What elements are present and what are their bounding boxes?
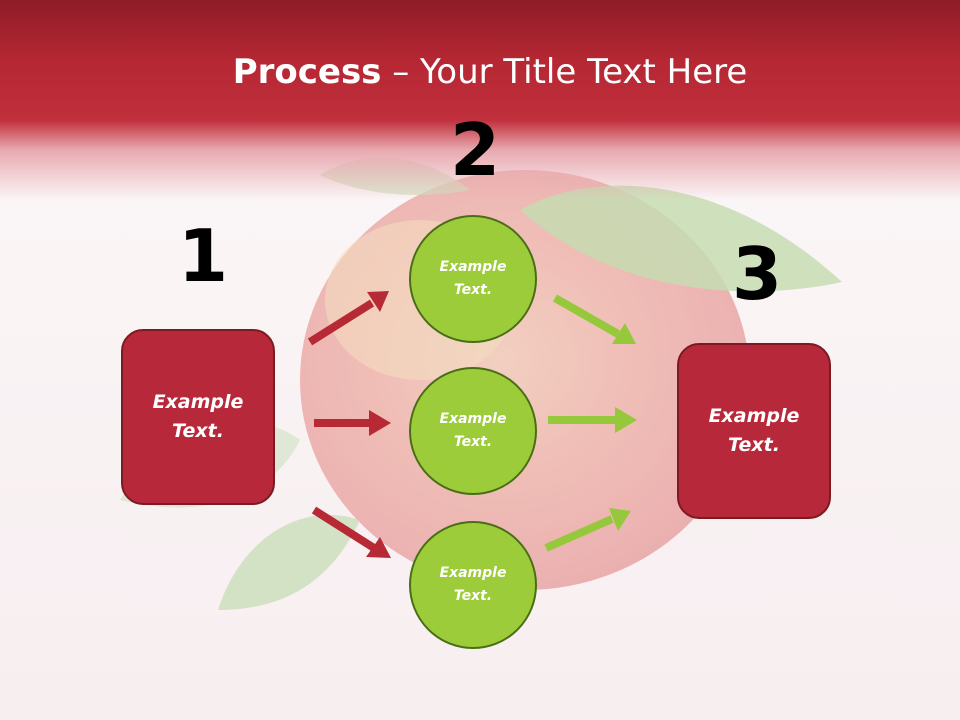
green-arrow-up-icon	[544, 508, 631, 552]
red-arrow-right-icon	[314, 410, 391, 436]
red-arrow-up-icon	[307, 291, 389, 346]
red-arrows	[307, 291, 391, 558]
left-box-text: Example Text.	[152, 391, 244, 442]
step-number-3: 3	[732, 232, 783, 316]
left-box: Example Text.	[121, 329, 275, 505]
circle-middle: Example Text.	[409, 367, 537, 495]
circle-bottom: Example Text.	[409, 521, 537, 649]
step-number-2: 2	[450, 108, 501, 192]
circle-top-text: Example Text.	[439, 259, 507, 298]
green-arrow-down-icon	[553, 294, 636, 344]
title-rest: – Your Title Text Here	[381, 52, 748, 92]
green-arrow-right-icon	[548, 407, 637, 433]
header-band	[0, 0, 960, 200]
red-arrow-down-icon	[311, 506, 391, 558]
circle-bottom-text: Example Text.	[439, 565, 507, 604]
right-box-text: Example Text.	[708, 405, 800, 456]
slide-title: Process – Your Title Text Here	[0, 52, 960, 92]
right-box: Example Text.	[677, 343, 831, 519]
green-arrows	[544, 294, 637, 552]
circle-top: Example Text.	[409, 215, 537, 343]
title-bold: Process	[232, 52, 382, 92]
step-number-1: 1	[178, 214, 229, 298]
circle-middle-text: Example Text.	[439, 411, 507, 450]
